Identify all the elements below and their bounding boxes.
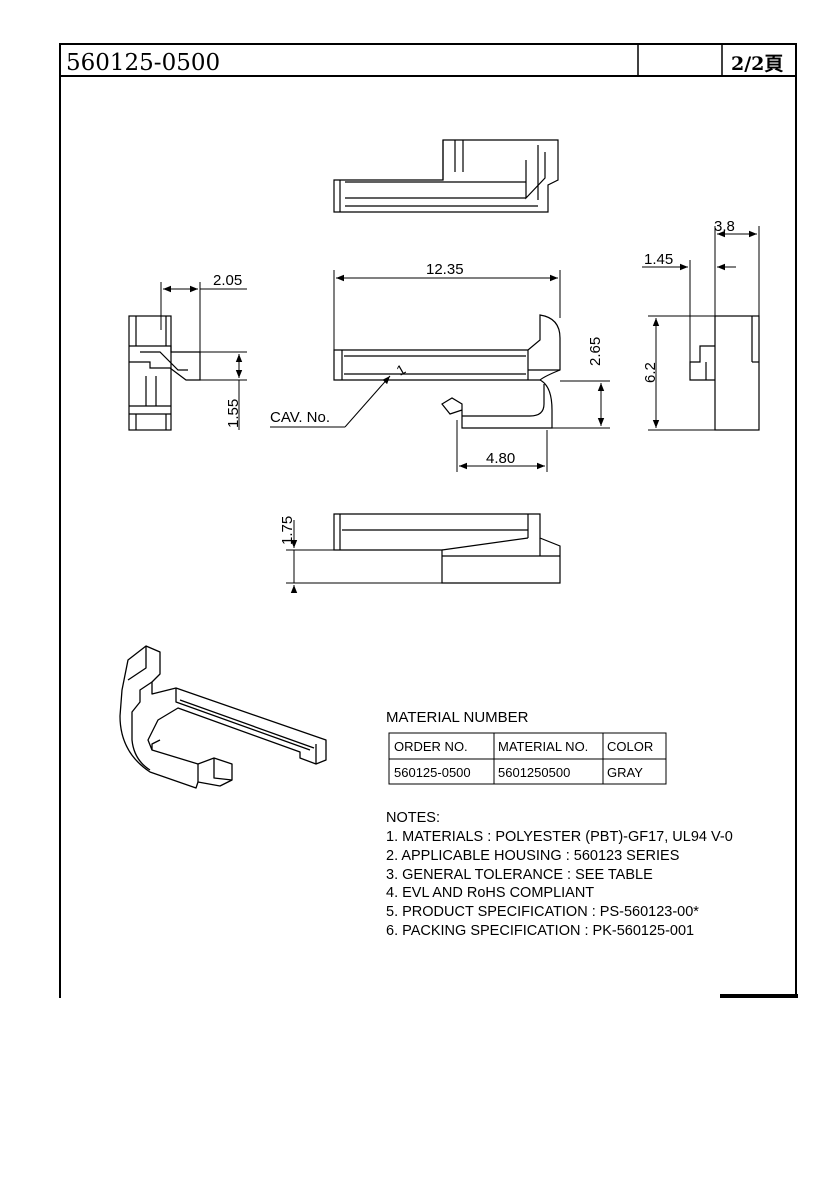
- note-item: 3. GENERAL TOLERANCE : SEE TABLE: [386, 867, 653, 883]
- left-side-view: [128, 315, 201, 431]
- top-view: [333, 139, 559, 213]
- dim-line-end-height: [648, 315, 715, 431]
- dim-line-end-total-width: [714, 226, 760, 316]
- dim-line-side-height: [200, 351, 247, 430]
- note-item: 2. APPLICABLE HOUSING : 560123 SERIES: [386, 848, 679, 864]
- note-item: 4. EVL AND RoHS COMPLIANT: [386, 885, 594, 901]
- table-cell-material-no: 5601250500: [498, 765, 570, 780]
- bottom-view: [333, 513, 561, 584]
- material-table-title: MATERIAL NUMBER: [386, 709, 529, 726]
- dim-end-step-width: 1.45: [644, 251, 673, 268]
- dim-hook-height: 2.65: [587, 337, 604, 366]
- dim-line-end-step-width: [642, 260, 736, 362]
- dim-side-width: 2.05: [213, 272, 242, 289]
- dim-line-bottom-height: [286, 520, 442, 593]
- dim-bottom-height: 1.75: [279, 516, 296, 545]
- notes-heading: NOTES:: [386, 810, 440, 826]
- table-cell-color: GRAY: [607, 765, 643, 780]
- isometric-view: [119, 645, 327, 789]
- cavity-leader: [270, 375, 391, 428]
- table-header-order-no: ORDER NO.: [394, 739, 468, 754]
- right-end-view: [689, 315, 760, 431]
- cavity-label: CAV. No.: [270, 409, 330, 426]
- dim-end-total-width: 3.8: [714, 218, 735, 235]
- table-header-color: COLOR: [607, 739, 653, 754]
- front-view: [333, 314, 561, 429]
- dim-top-length: 12.35: [426, 261, 464, 278]
- table-cell-order-no: 560125-0500: [394, 765, 471, 780]
- note-item: 1. MATERIALS : POLYESTER (PBT)-GF17, UL9…: [386, 829, 733, 845]
- dim-end-height: 6.2: [642, 362, 659, 383]
- dim-line-hook-height: [552, 380, 610, 429]
- cavity-number: 1: [394, 361, 409, 379]
- dim-hook-width: 4.80: [486, 450, 515, 467]
- part-number-title: 560125-0500: [66, 50, 220, 76]
- table-header-material-no: MATERIAL NO.: [498, 739, 588, 754]
- dim-line-hook-width: [456, 420, 548, 472]
- dim-line-top-length: [333, 270, 561, 350]
- drawing-frame: [59, 43, 798, 998]
- sheet-number: 2/2頁: [731, 53, 783, 75]
- dim-side-height: 1.55: [225, 399, 242, 428]
- note-item: 5. PRODUCT SPECIFICATION : PS-560123-00*: [386, 904, 699, 920]
- note-item: 6. PACKING SPECIFICATION : PK-560125-001: [386, 923, 694, 939]
- dim-line-side-width: [160, 282, 247, 352]
- material-table-grid: [388, 732, 667, 785]
